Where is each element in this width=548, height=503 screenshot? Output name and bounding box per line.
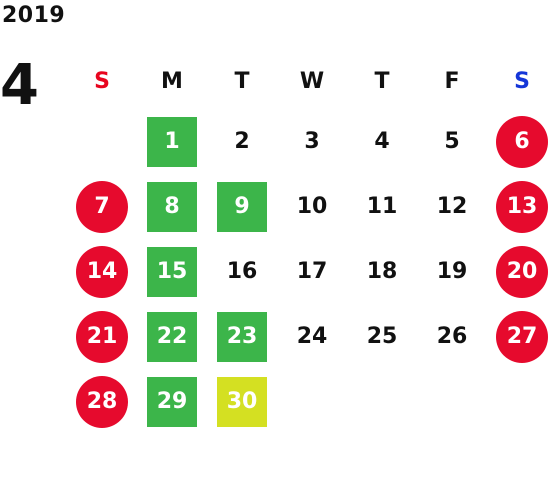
calendar-day-cell[interactable]: 10 [277, 174, 347, 239]
calendar-day-cell[interactable]: 7 [67, 174, 137, 239]
calendar-day-green[interactable]: 23 [217, 311, 267, 362]
calendar-day-cell[interactable]: 5 [417, 109, 487, 174]
calendar-day-yellow[interactable]: 30 [217, 376, 267, 427]
weekday-label: F [444, 68, 460, 94]
weekday-header-sunday: S [67, 53, 137, 109]
calendar-day-cell[interactable]: 15 [137, 239, 207, 304]
calendar-day-green[interactable]: 29 [147, 376, 197, 427]
calendar-day-plain[interactable]: 26 [436, 324, 468, 349]
calendar-day-plain[interactable]: 19 [436, 259, 468, 284]
calendar-day-green[interactable]: 9 [217, 181, 267, 232]
calendar-day-cell[interactable]: 4 [347, 109, 417, 174]
calendar-day-holiday[interactable]: 27 [496, 310, 548, 363]
calendar-day-cell[interactable]: 21 [67, 304, 137, 369]
calendar-day-cell[interactable]: 11 [347, 174, 417, 239]
calendar-day-cell[interactable]: 24 [277, 304, 347, 369]
calendar-day-plain[interactable]: 3 [304, 129, 320, 154]
calendar-day-plain[interactable]: 10 [296, 194, 328, 219]
calendar-day-cell[interactable]: 23 [207, 304, 277, 369]
calendar-day-cell[interactable]: 16 [207, 239, 277, 304]
calendar-day-cell [277, 369, 347, 434]
calendar-day-cell[interactable]: 2 [207, 109, 277, 174]
calendar-month-number: 4 [0, 53, 39, 118]
calendar-day-cell[interactable]: 27 [487, 304, 548, 369]
weekday-header-thursday: T [347, 53, 417, 109]
calendar-day-cell[interactable]: 3 [277, 109, 347, 174]
calendar-day-holiday[interactable]: 20 [496, 245, 548, 298]
weekday-label: W [299, 68, 325, 94]
calendar-day-cell[interactable]: 12 [417, 174, 487, 239]
calendar-day-cell[interactable]: 8 [137, 174, 207, 239]
calendar-day-holiday[interactable]: 7 [76, 180, 128, 233]
weekday-header-friday: F [417, 53, 487, 109]
calendar-day-cell[interactable]: 28 [67, 369, 137, 434]
weekday-label: S [94, 68, 110, 94]
calendar-day-plain[interactable]: 17 [296, 259, 328, 284]
calendar-day-cell[interactable]: 18 [347, 239, 417, 304]
calendar-day-cell [67, 109, 137, 174]
calendar-day-cell[interactable]: 25 [347, 304, 417, 369]
calendar-day-plain[interactable]: 25 [366, 324, 398, 349]
weekday-header-wednesday: W [277, 53, 347, 109]
calendar-day-cell [417, 369, 487, 434]
calendar-year: 2019 [2, 3, 66, 28]
calendar-day-cell[interactable]: 22 [137, 304, 207, 369]
calendar-day-green[interactable]: 1 [147, 116, 197, 167]
calendar-day-cell[interactable]: 6 [487, 109, 548, 174]
calendar-day-cell [347, 369, 417, 434]
calendar-day-holiday[interactable]: 14 [76, 245, 128, 298]
weekday-header-saturday: S [487, 53, 548, 109]
calendar-day-cell [487, 369, 548, 434]
calendar-day-holiday[interactable]: 28 [76, 375, 128, 428]
calendar-day-green[interactable]: 22 [147, 311, 197, 362]
calendar-day-green[interactable]: 8 [147, 181, 197, 232]
calendar-day-plain[interactable]: 5 [444, 129, 460, 154]
calendar-day-holiday[interactable]: 6 [496, 115, 548, 168]
calendar-day-holiday[interactable]: 13 [496, 180, 548, 233]
calendar-day-plain[interactable]: 2 [234, 129, 250, 154]
weekday-label: T [374, 68, 390, 94]
calendar-day-plain[interactable]: 12 [436, 194, 468, 219]
calendar-day-plain[interactable]: 24 [296, 324, 328, 349]
calendar-day-cell[interactable]: 17 [277, 239, 347, 304]
calendar-day-cell[interactable]: 30 [207, 369, 277, 434]
weekday-header-monday: M [137, 53, 207, 109]
calendar-day-cell[interactable]: 19 [417, 239, 487, 304]
calendar-day-plain[interactable]: 16 [226, 259, 258, 284]
calendar-day-cell[interactable]: 1 [137, 109, 207, 174]
calendar-day-cell[interactable]: 14 [67, 239, 137, 304]
calendar-day-cell[interactable]: 20 [487, 239, 548, 304]
weekday-header-tuesday: T [207, 53, 277, 109]
calendar-day-cell[interactable]: 29 [137, 369, 207, 434]
calendar-day-cell[interactable]: 13 [487, 174, 548, 239]
weekday-label: T [234, 68, 250, 94]
calendar-day-cell[interactable]: 26 [417, 304, 487, 369]
calendar-day-holiday[interactable]: 21 [76, 310, 128, 363]
weekday-label: S [514, 68, 530, 94]
calendar-day-cell[interactable]: 9 [207, 174, 277, 239]
calendar-day-green[interactable]: 15 [147, 246, 197, 297]
calendar-day-plain[interactable]: 4 [374, 129, 390, 154]
calendar-day-plain[interactable]: 11 [366, 194, 398, 219]
weekday-label: M [161, 68, 183, 94]
calendar-day-plain[interactable]: 18 [366, 259, 398, 284]
